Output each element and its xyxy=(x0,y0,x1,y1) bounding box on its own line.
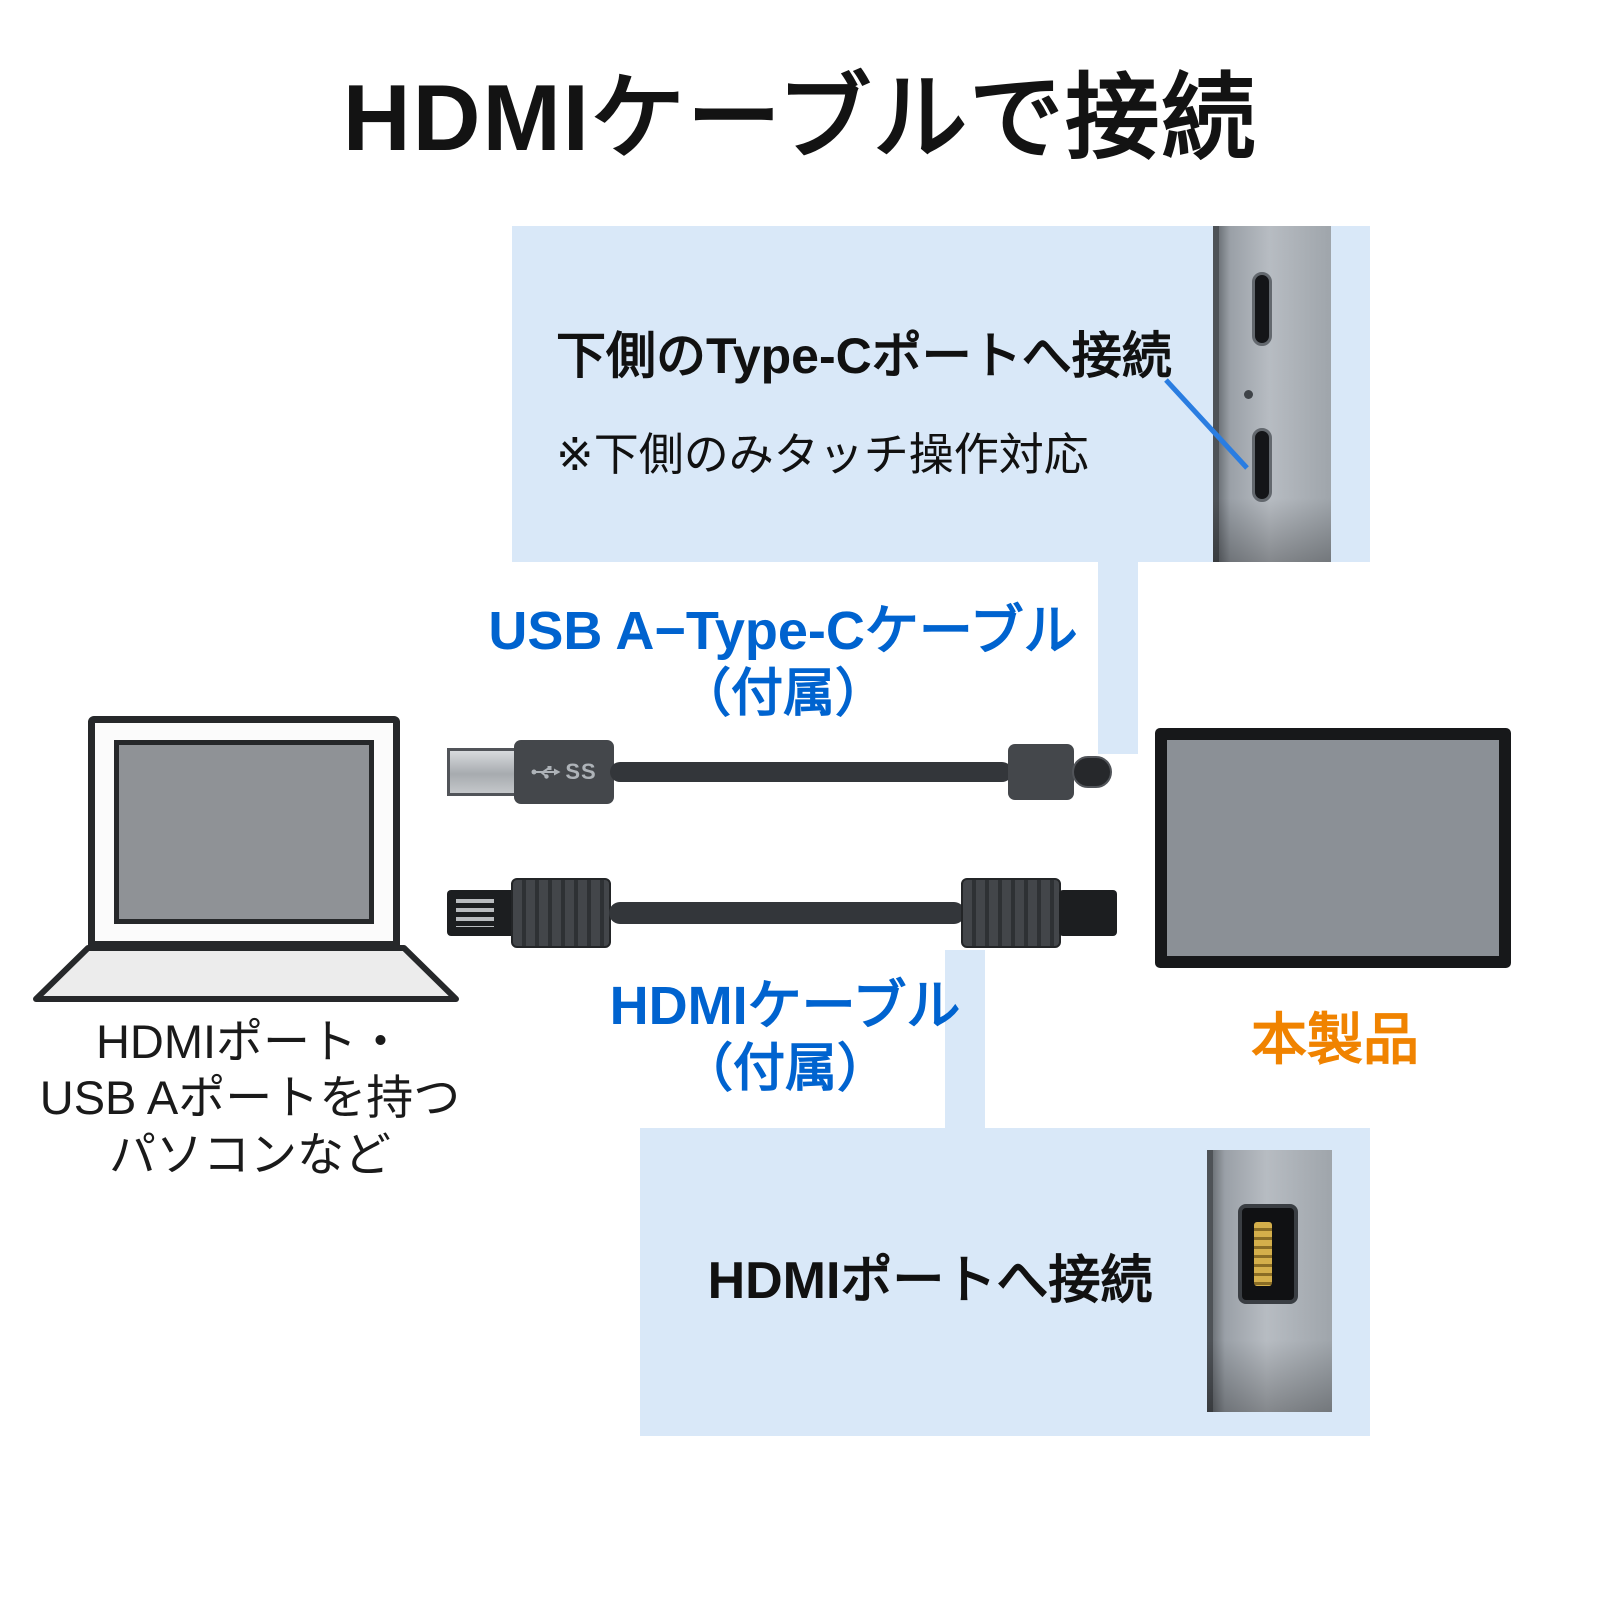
type-c-callout-heading: 下側のType-Cポートへ接続 xyxy=(556,328,1172,384)
hdmi-cable-label-line2: （付属） xyxy=(680,1039,889,1098)
hdmi-cable-label-line1: HDMIケーブル xyxy=(609,976,961,1036)
hdmi-plug-pins-left xyxy=(456,899,494,927)
type-c-port-lower xyxy=(1252,428,1272,502)
type-c-port-upper xyxy=(1252,272,1272,346)
usb-ss-text: SS xyxy=(565,759,597,784)
type-c-plug-body xyxy=(1008,744,1074,800)
monitor-side-photo-typec xyxy=(1213,226,1331,562)
usb-a-plug-body: SS xyxy=(514,740,614,804)
reset-hole xyxy=(1244,390,1253,399)
type-c-callout-connector-strip xyxy=(1098,560,1138,754)
pointer-line-to-port xyxy=(1164,378,1249,470)
usb-cable-label: USB A−Type-Cケーブル （付属） xyxy=(458,600,1108,725)
product-label: 本製品 xyxy=(1251,1008,1419,1071)
page-title: HDMIケーブルで接続 xyxy=(342,65,1258,170)
hdmi-cable-wire xyxy=(609,902,965,924)
hdmi-cable-label: HDMIケーブル （付属） xyxy=(545,975,1025,1100)
laptop-screen xyxy=(114,740,374,924)
usb-cable-label-line1: USB A−Type-Cケーブル xyxy=(488,601,1078,661)
laptop-base xyxy=(33,945,459,1002)
photo-shadow-top xyxy=(1213,498,1331,562)
hdmi-callout-connector-strip xyxy=(945,950,985,1130)
hdmi-plug-body-right xyxy=(961,878,1061,948)
type-c-callout-note: ※下側のみタッチ操作対応 xyxy=(556,429,1089,480)
type-c-plug-tip xyxy=(1072,756,1112,788)
hdmi-plug-tip-right xyxy=(1059,890,1117,936)
hdmi-port-contacts xyxy=(1254,1222,1272,1286)
laptop-caption: HDMIポート・ USB Aポートを持つ パソコンなど xyxy=(20,1014,480,1183)
laptop-caption-line3: パソコンなど xyxy=(109,1127,391,1181)
laptop-caption-line2: USB Aポートを持つ xyxy=(39,1071,461,1125)
photo-shadow-bottom xyxy=(1207,1340,1332,1412)
laptop-caption-line1: HDMIポート・ xyxy=(95,1015,405,1068)
usb-cable-wire xyxy=(610,762,1012,782)
usb-a-plug-metal xyxy=(447,748,517,796)
product-monitor xyxy=(1155,728,1511,968)
usb-trident-icon xyxy=(531,766,561,779)
hdmi-plug-body-left xyxy=(511,878,611,948)
hdmi-callout-heading: HDMIポートへ接続 xyxy=(707,1252,1153,1310)
usb-ss-logo: SS xyxy=(514,740,614,804)
usb-cable-label-line2: （付属） xyxy=(678,664,887,723)
